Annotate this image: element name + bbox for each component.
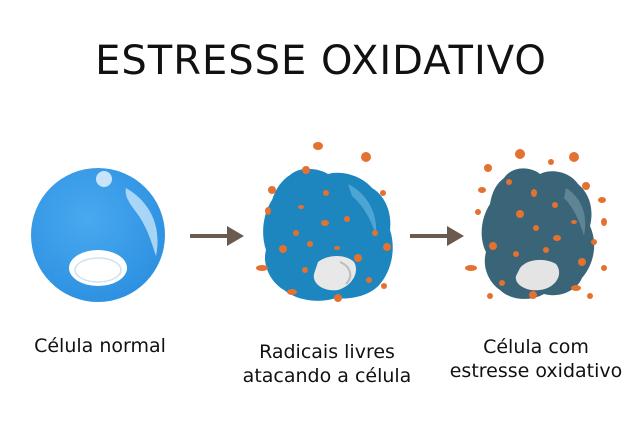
caption-line: Radicais livres: [259, 341, 395, 363]
normal-cell: [31, 168, 165, 302]
arrow-right-icon: [410, 226, 464, 246]
damaged-nucleus: [515, 259, 560, 291]
attacked-cell: [263, 168, 393, 301]
caption-free-radicals-attacking: Radicais livres atacando a célula: [222, 340, 432, 388]
cell-shine: [96, 171, 112, 187]
caption-line: Célula normal: [34, 335, 166, 357]
stressed-cell: [481, 168, 595, 299]
nucleus: [69, 250, 127, 286]
caption-oxidative-stress-cell: Célula com estresse oxidativo: [432, 335, 640, 383]
caption-line: estresse oxidativo: [449, 360, 623, 382]
free-radicals-group-2: [256, 142, 391, 302]
stressed-cell-body: [481, 168, 595, 299]
free-radicals-group-3: [465, 149, 607, 299]
caption-line: Célula com: [483, 336, 589, 358]
caption-normal-cell: Célula normal: [10, 334, 190, 358]
page-title: ESTRESSE OXIDATIVO: [95, 38, 547, 84]
caption-line: atacando a célula: [242, 365, 412, 387]
arrow-right-icon: [190, 226, 244, 246]
cell-highlight: [125, 188, 158, 256]
